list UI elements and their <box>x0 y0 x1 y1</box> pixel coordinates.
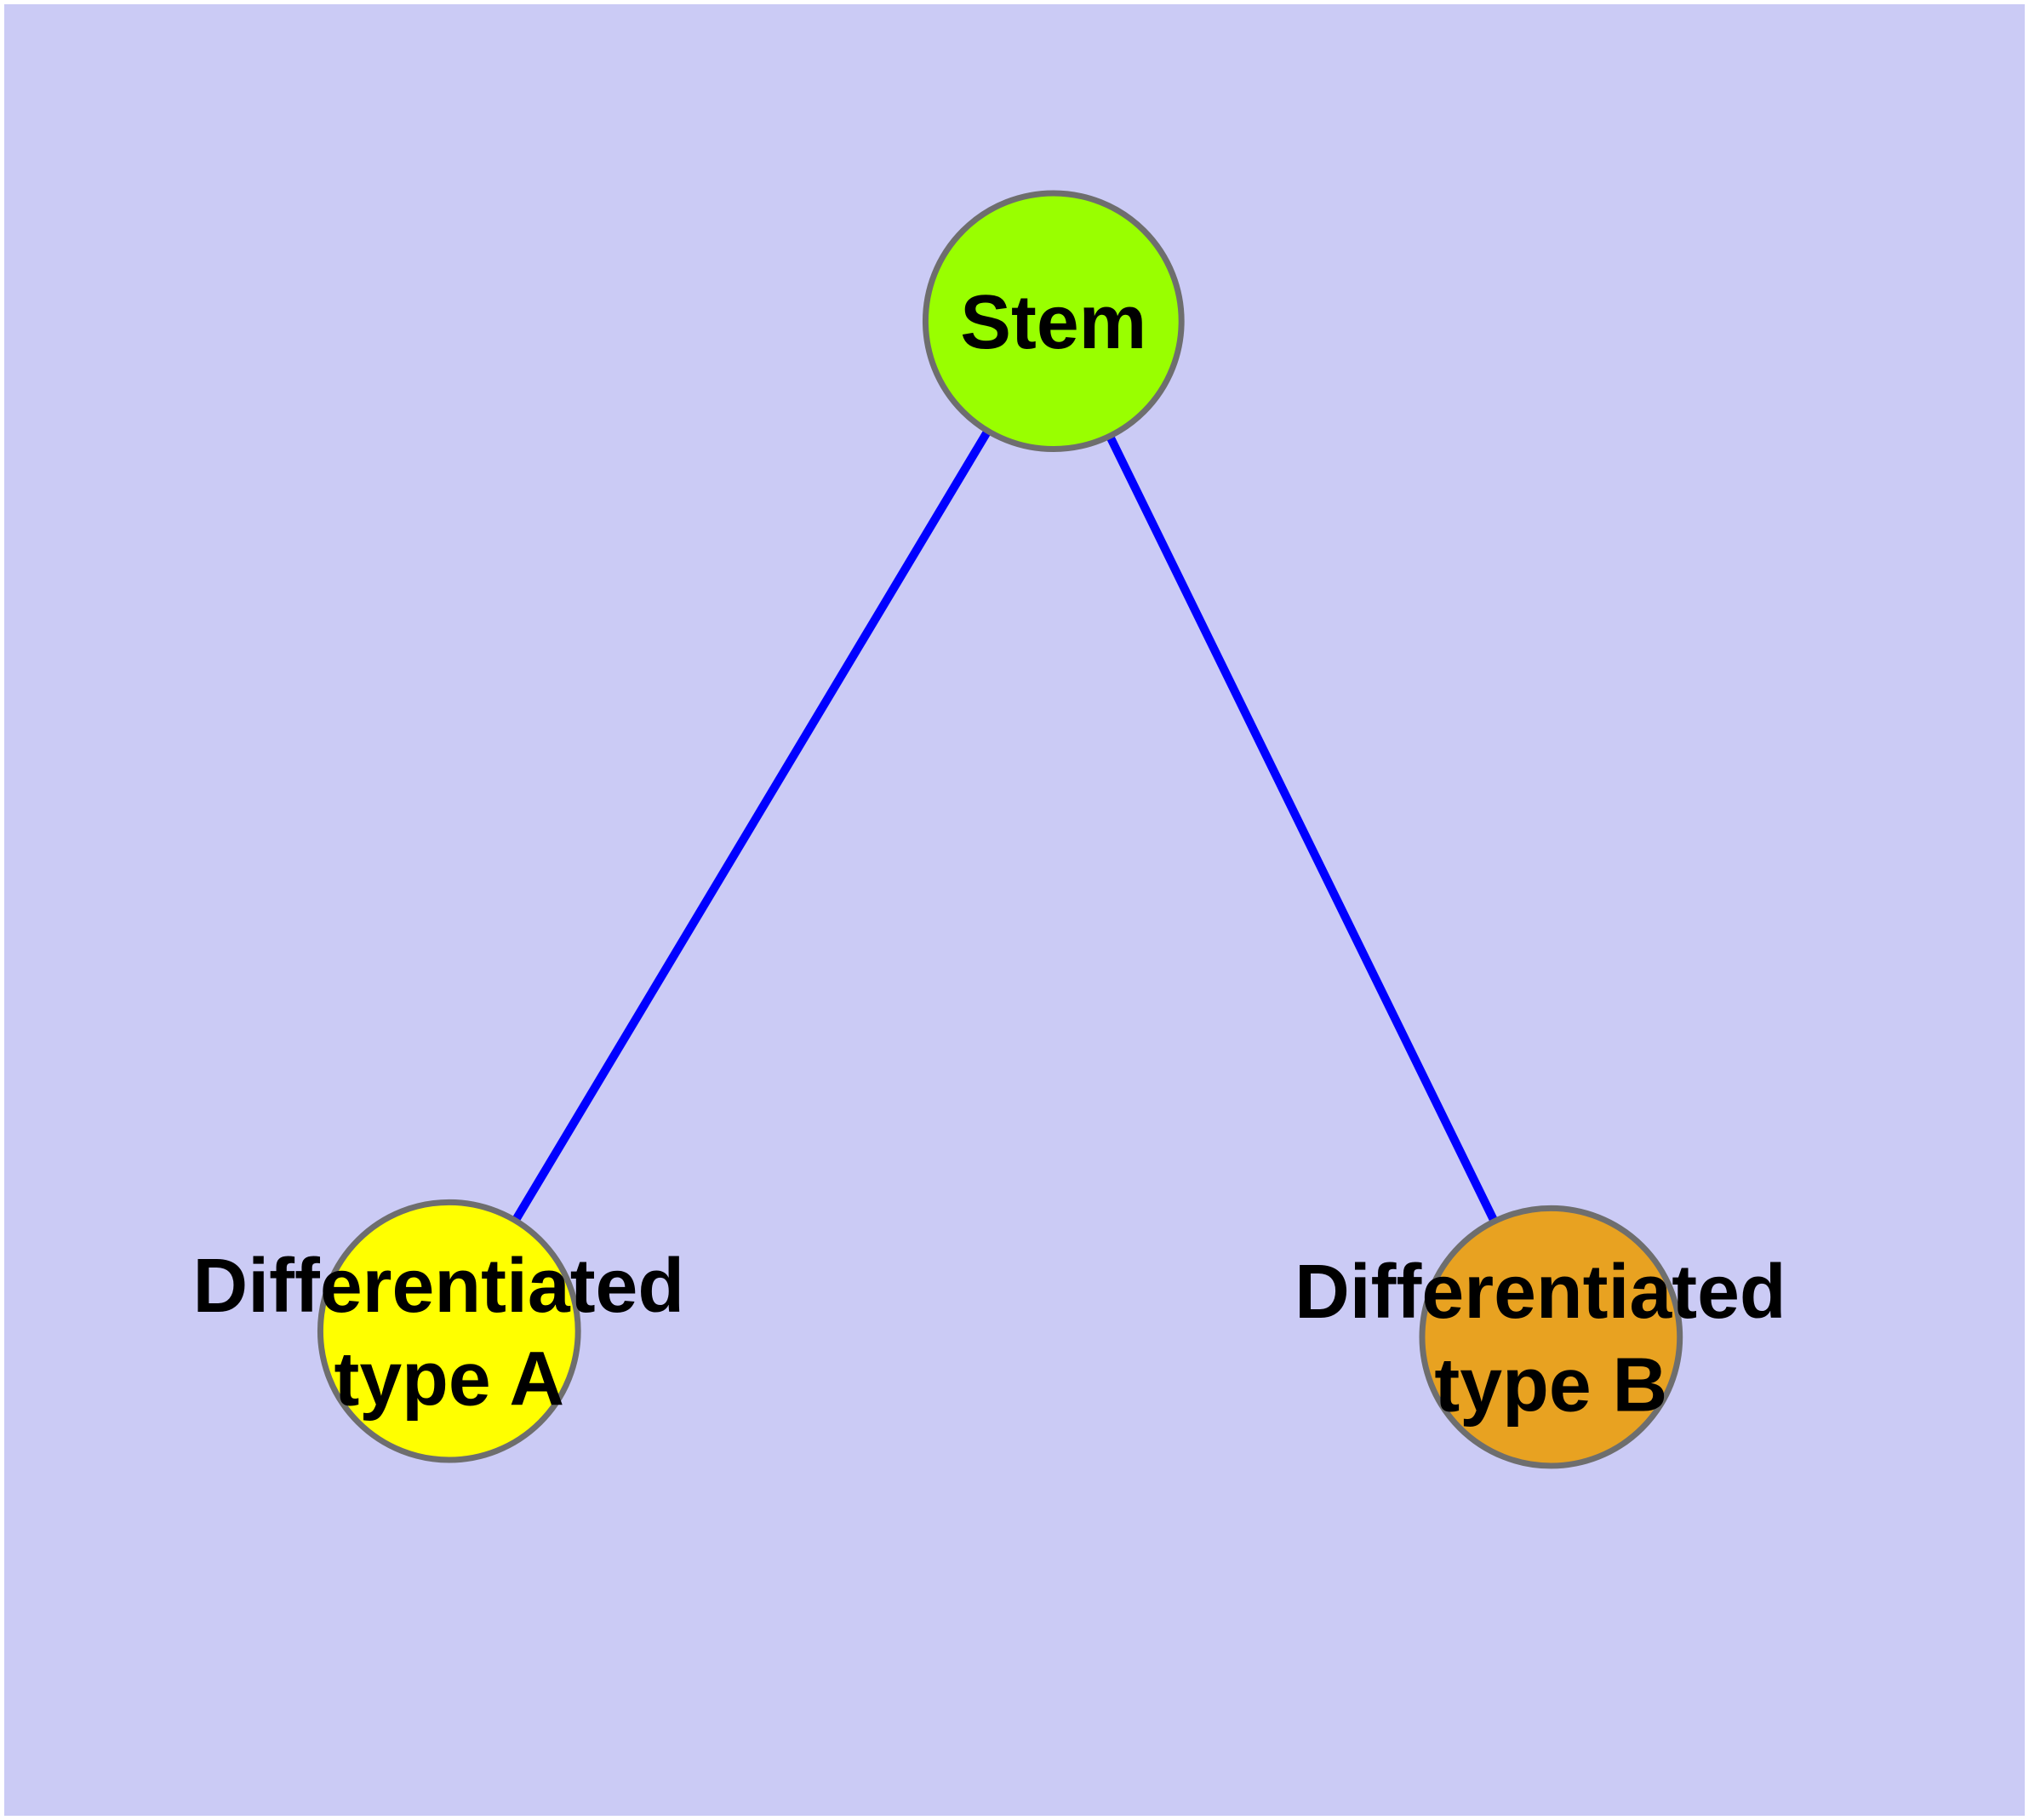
stem-differentiation-diagram: Stem Differentiated type A Differentiate… <box>4 4 2025 1816</box>
node-type-a-label-line1: Differentiated <box>193 1243 685 1328</box>
node-type-b-label-line1: Differentiated <box>1295 1249 1786 1334</box>
node-differentiated-type-b <box>1419 1205 1683 1469</box>
node-type-a-label-line2: type A <box>334 1336 565 1421</box>
edge-stem-to-type-b <box>1049 319 1555 1339</box>
node-differentiated-type-a <box>317 1199 581 1463</box>
node-stem <box>922 190 1185 453</box>
edge-stem-to-type-a <box>445 318 1058 1334</box>
node-stem-label: Stem <box>960 279 1146 364</box>
node-type-b-label: Differentiated type B <box>1295 1249 1808 1427</box>
node-type-b-label-line2: type B <box>1434 1342 1667 1427</box>
node-type-a-label: Differentiated type A <box>193 1243 706 1421</box>
